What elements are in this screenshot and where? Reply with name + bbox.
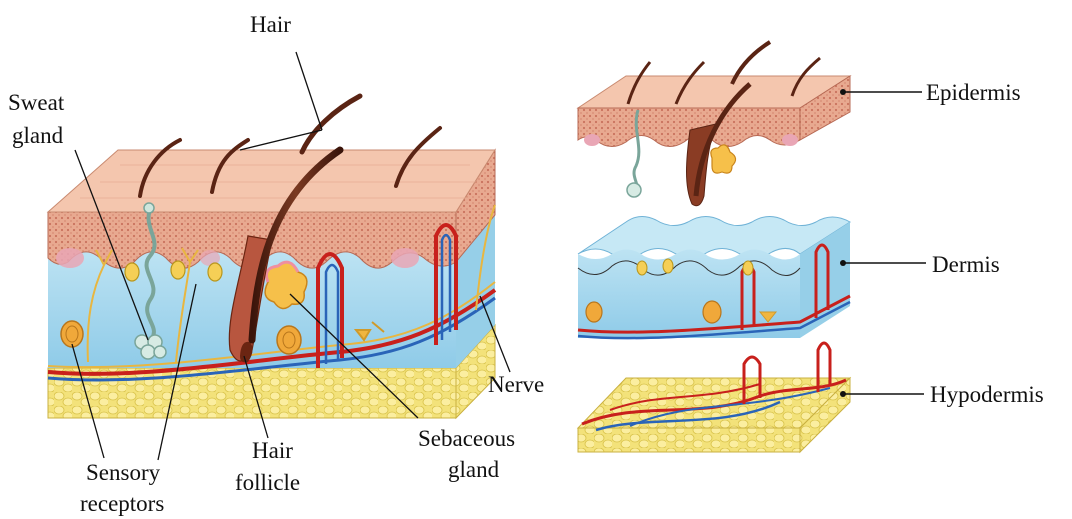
label-hair-follicle-line2: follicle [235,470,300,495]
label-sensory-receptors-line1: Sensory [86,460,161,485]
skin-block-illustration [48,96,495,418]
label-sebaceous-gland-line1: Sebaceous [418,426,515,451]
label-sweat-gland-line2: gland [12,123,64,148]
label-dermis: Dermis [932,252,1000,277]
layers-illustration [578,42,850,452]
label-hypodermis: Hypodermis [930,382,1044,407]
label-nerve: Nerve [488,372,544,397]
label-sensory-receptors-line2: receptors [80,491,164,516]
label-hair: Hair [250,12,291,37]
label-sebaceous-gland-line2: gland [448,457,500,482]
label-sweat-gland-line1: Sweat [8,90,65,115]
label-hair-follicle-line1: Hair [252,438,293,463]
label-epidermis: Epidermis [926,80,1021,105]
